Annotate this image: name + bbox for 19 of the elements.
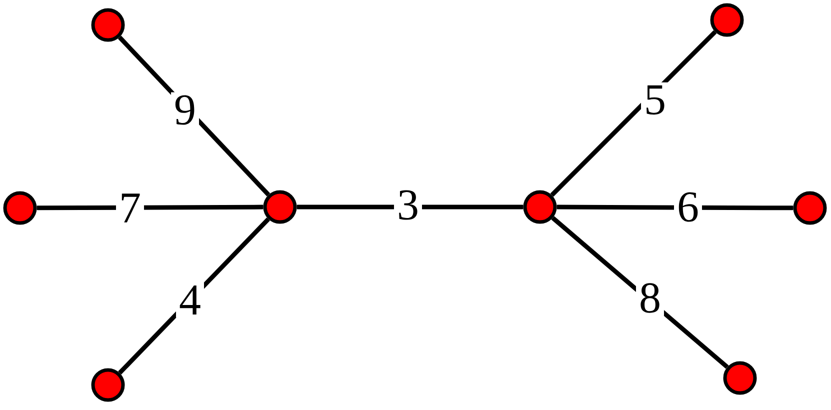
edge-label: 9	[171, 92, 199, 128]
edge-label: 6	[674, 189, 702, 225]
vertex-circle	[710, 3, 744, 37]
edge-line	[556, 204, 794, 210]
edge-line	[36, 204, 264, 210]
edge-label: 5	[641, 82, 669, 118]
vertex-circle	[91, 368, 125, 402]
vertex-circle	[523, 190, 557, 224]
edge-label: 7	[116, 190, 144, 226]
vertex-circle	[793, 191, 827, 225]
edge-line	[550, 30, 717, 197]
vertex-circle	[723, 361, 757, 395]
edge-label: 8	[636, 280, 664, 316]
vertex-circle	[263, 190, 297, 224]
edge-label: 3	[394, 187, 422, 223]
vertex-circle	[91, 8, 125, 42]
edge-line	[296, 204, 524, 210]
edge-label: 4	[176, 282, 204, 318]
vertex-circle	[3, 191, 37, 225]
